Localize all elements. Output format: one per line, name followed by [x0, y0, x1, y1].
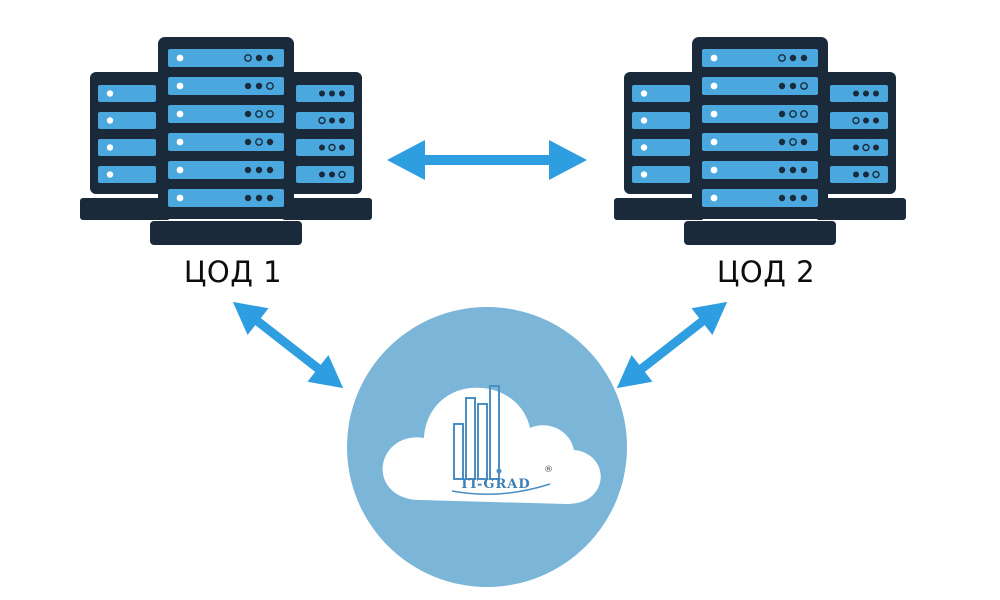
datacenter-1-label: ЦОД 1: [183, 255, 283, 289]
dc-sync-arrow-icon: [387, 140, 587, 180]
dc1-cloud-arrow-icon: [222, 288, 354, 402]
it-grad-logo: IT-GRAD ®: [451, 385, 553, 495]
dc2-cloud-arrow-icon: [606, 288, 738, 402]
registered-mark: ®: [544, 465, 553, 475]
cloud-icon: [382, 387, 601, 504]
logo-text: IT-GRAD: [461, 477, 530, 492]
datacenter-2-server-icon: [614, 36, 907, 246]
datacenter-1-server-icon: [80, 36, 373, 246]
datacenter-2-label: ЦОД 2: [716, 255, 816, 289]
